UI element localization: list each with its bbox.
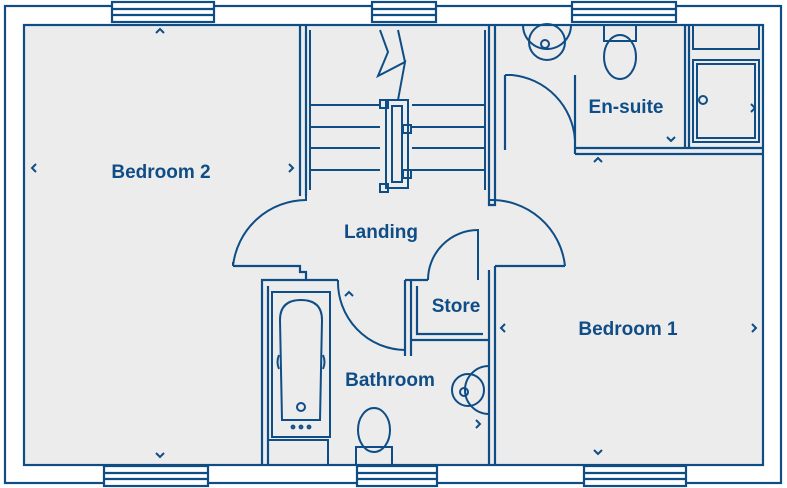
interior-walls (233, 25, 763, 465)
window-top-3 (570, 0, 678, 24)
floor-areas (24, 25, 763, 465)
bath (267, 291, 331, 466)
room-label-landing: Landing (344, 222, 418, 243)
window-top-2 (370, 0, 438, 24)
doors (232, 74, 576, 351)
bathroom-basin (451, 364, 490, 416)
room-label-bedroom-2: Bedroom 2 (111, 162, 211, 183)
dimension-markers (30, 27, 758, 459)
window-bottom-2 (355, 464, 439, 488)
bedroom2-floor (24, 25, 300, 465)
room-label-bedroom-1: Bedroom 1 (578, 319, 678, 340)
room-label-en-suite: En-suite (588, 97, 664, 118)
bathroom-toilet (355, 407, 393, 466)
ensuite-basin (521, 23, 573, 61)
room-label-store: Store (431, 296, 481, 317)
right-floor (495, 25, 763, 465)
staircase (309, 29, 486, 193)
room-label-bathroom: Bathroom (345, 370, 435, 391)
window-bottom-1 (102, 464, 210, 488)
window-bottom-3 (582, 464, 688, 488)
ensuite-toilet (603, 24, 637, 80)
shower (692, 24, 760, 143)
window-top-1 (110, 0, 216, 24)
